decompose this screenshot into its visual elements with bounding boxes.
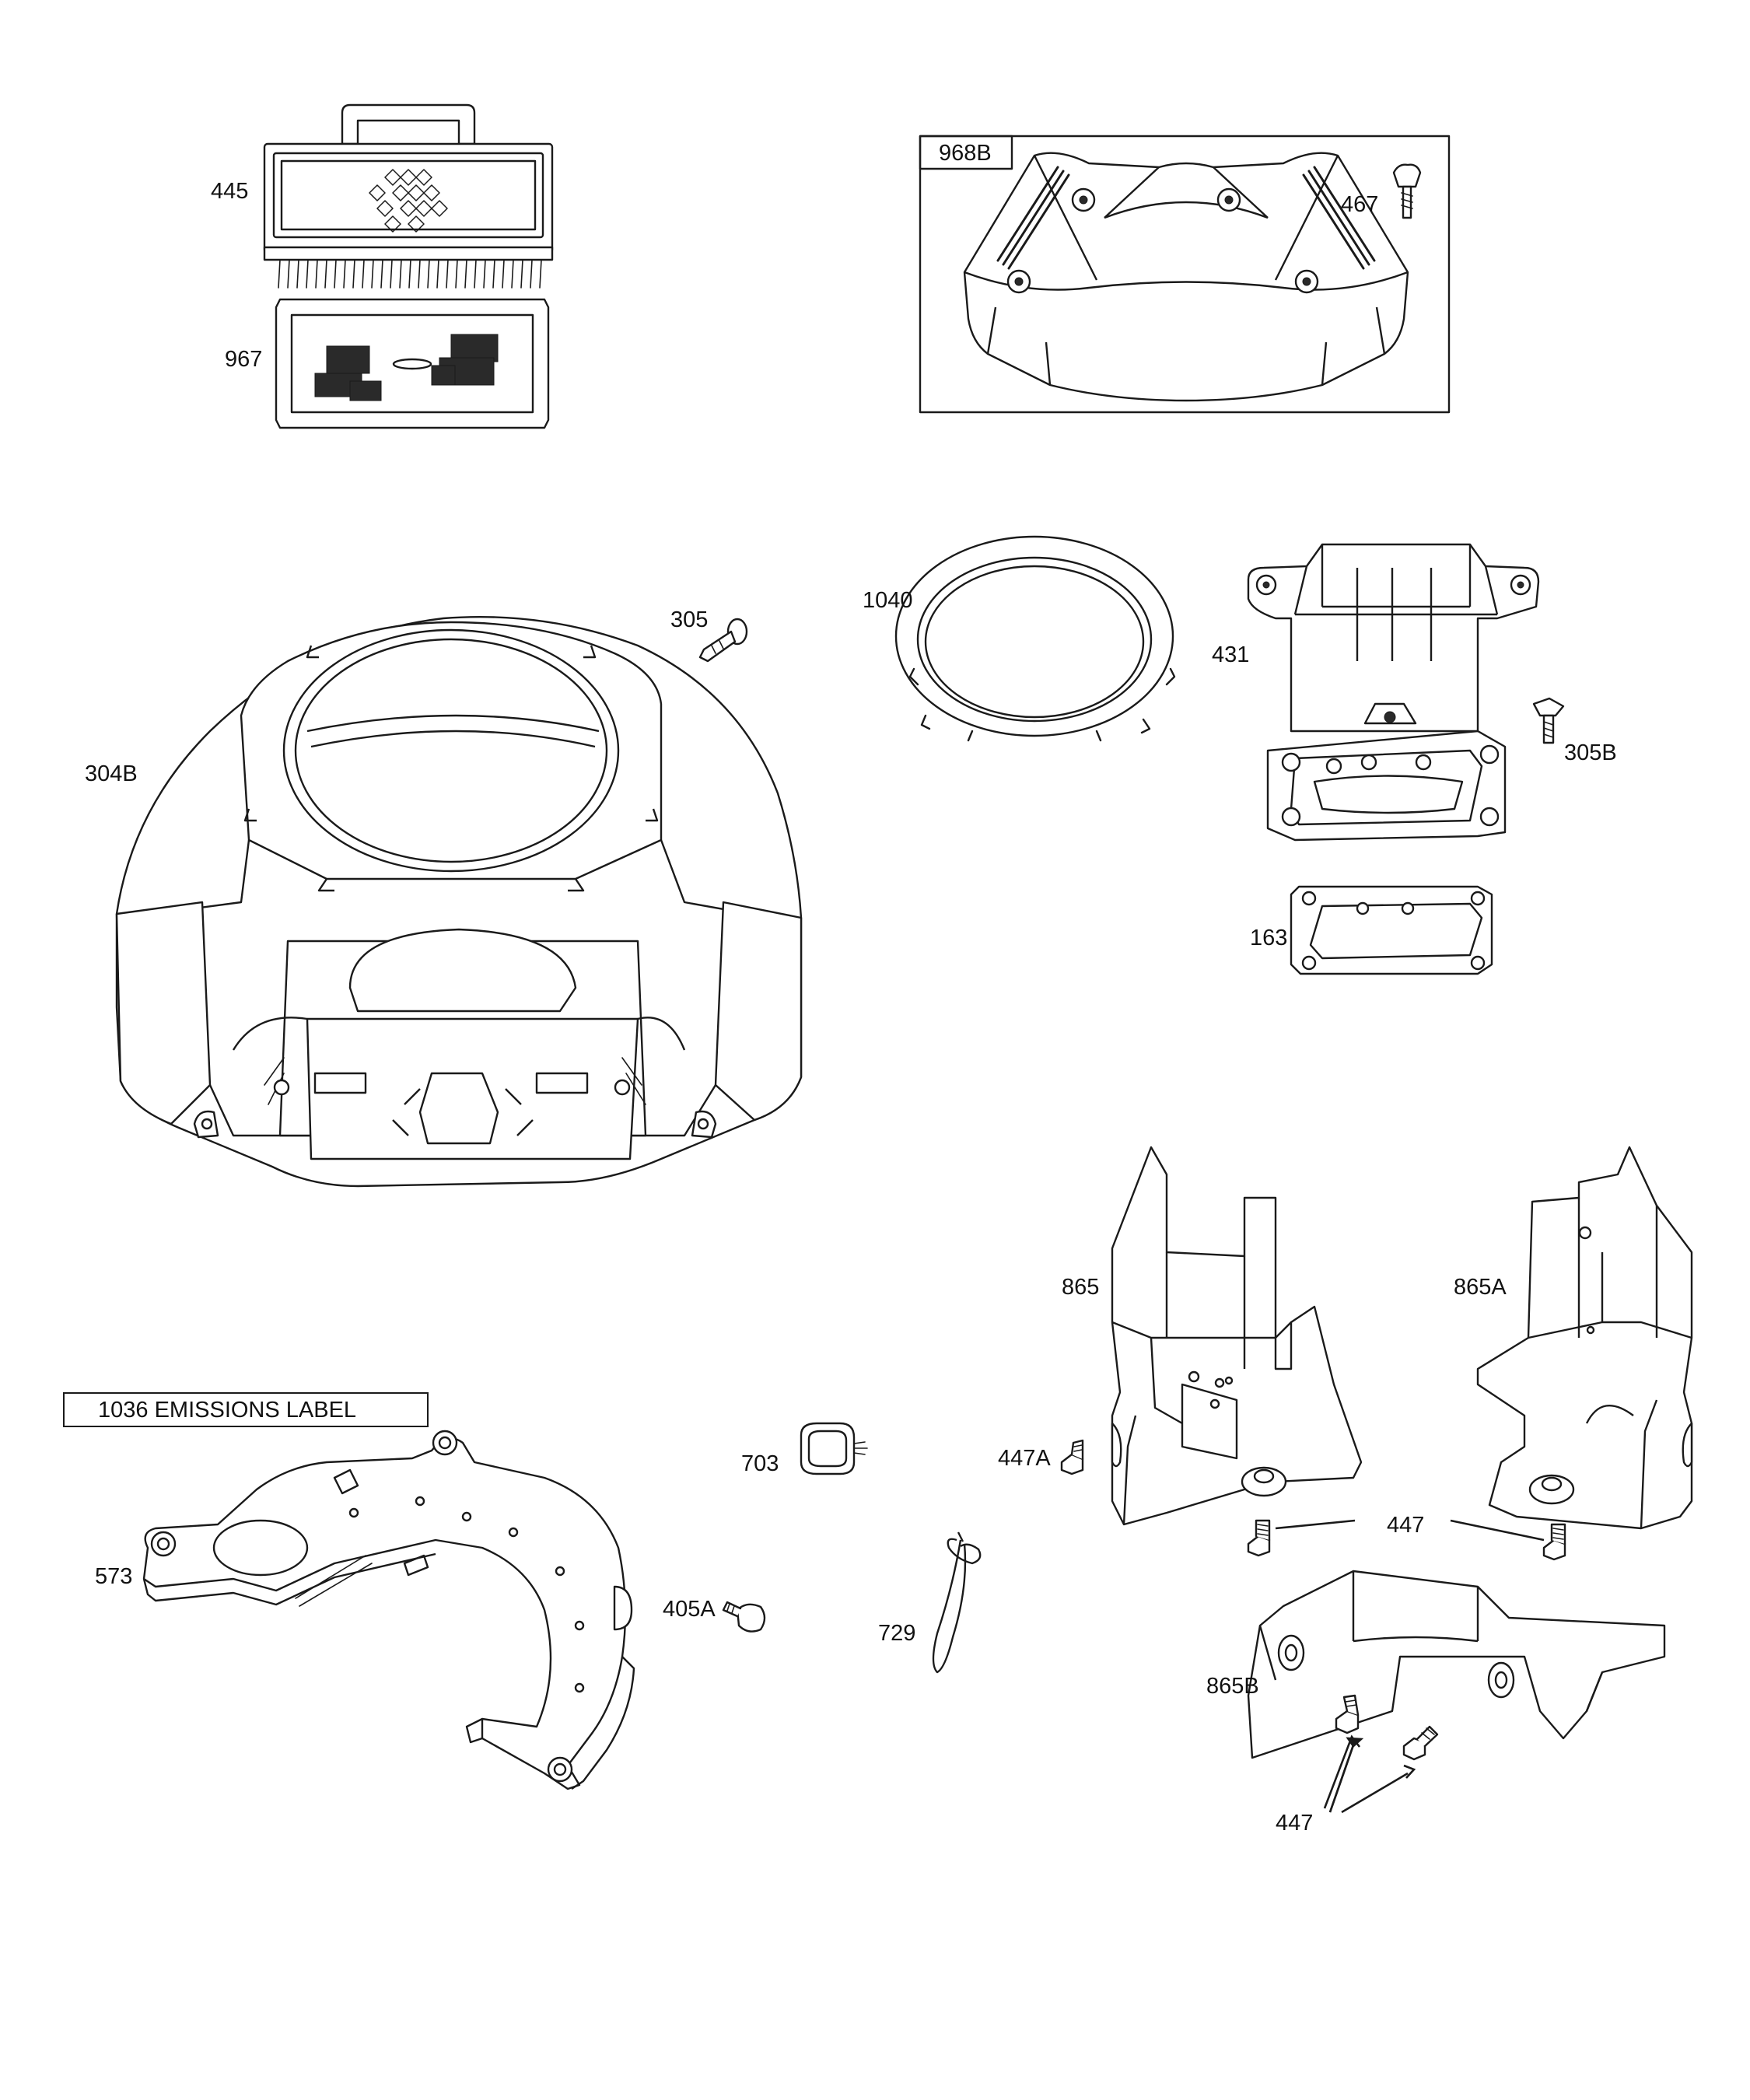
screw-icon [1247, 1519, 1271, 1557]
callout-405A: 405A [663, 1597, 716, 1622]
callout-865A: 865A [1454, 1275, 1507, 1300]
callout-305: 305 [670, 607, 709, 632]
cylinder-shield-icon [1111, 1146, 1363, 1526]
cover-knob-icon [1392, 163, 1422, 219]
air-filter-cartridge-icon [263, 103, 554, 289]
screw-icon [1542, 1523, 1566, 1561]
callout-467: 467 [1341, 192, 1379, 217]
callout-305B: 305B [1564, 740, 1617, 765]
callout-729: 729 [878, 1621, 916, 1646]
blower-housing-icon [115, 615, 803, 1188]
callout-447A: 447A [998, 1446, 1051, 1471]
callout-304B: 304B [85, 761, 138, 786]
callout-968B: 968B [939, 141, 992, 166]
screw-icon [698, 618, 748, 663]
retainer-ring-icon [894, 535, 1176, 742]
pre-cleaner-filter-icon [275, 298, 550, 429]
callout-1040: 1040 [863, 588, 913, 613]
screw-icon [1532, 697, 1565, 744]
emissions-label-box: 1036 EMISSIONS LABEL [63, 1392, 429, 1427]
callout-573: 573 [95, 1564, 133, 1589]
screw-icon [1335, 1694, 1360, 1734]
lower-shield-icon [1247, 1570, 1666, 1759]
callout-865B: 865B [1206, 1674, 1259, 1699]
cylinder-shield-icon [1476, 1146, 1693, 1530]
callout-865: 865 [1062, 1275, 1100, 1300]
gasket-icon [1290, 885, 1493, 975]
callout-703: 703 [741, 1451, 779, 1476]
callout-431: 431 [1212, 642, 1250, 667]
callout-447-lower: 447 [1276, 1811, 1314, 1836]
air-cleaner-base-icon [1247, 543, 1540, 842]
screw-icon [1060, 1439, 1084, 1475]
screw-icon [1402, 1725, 1439, 1761]
callout-163: 163 [1250, 926, 1288, 950]
air-cleaner-cover-icon [919, 135, 1451, 414]
wire-clip-icon [800, 1422, 868, 1475]
backplate-icon [142, 1430, 635, 1790]
callout-967: 967 [225, 347, 263, 372]
callout-445: 445 [211, 179, 249, 204]
callout-447-upper: 447 [1387, 1513, 1425, 1538]
cable-tie-icon [932, 1531, 982, 1674]
screw-icon [722, 1601, 766, 1633]
